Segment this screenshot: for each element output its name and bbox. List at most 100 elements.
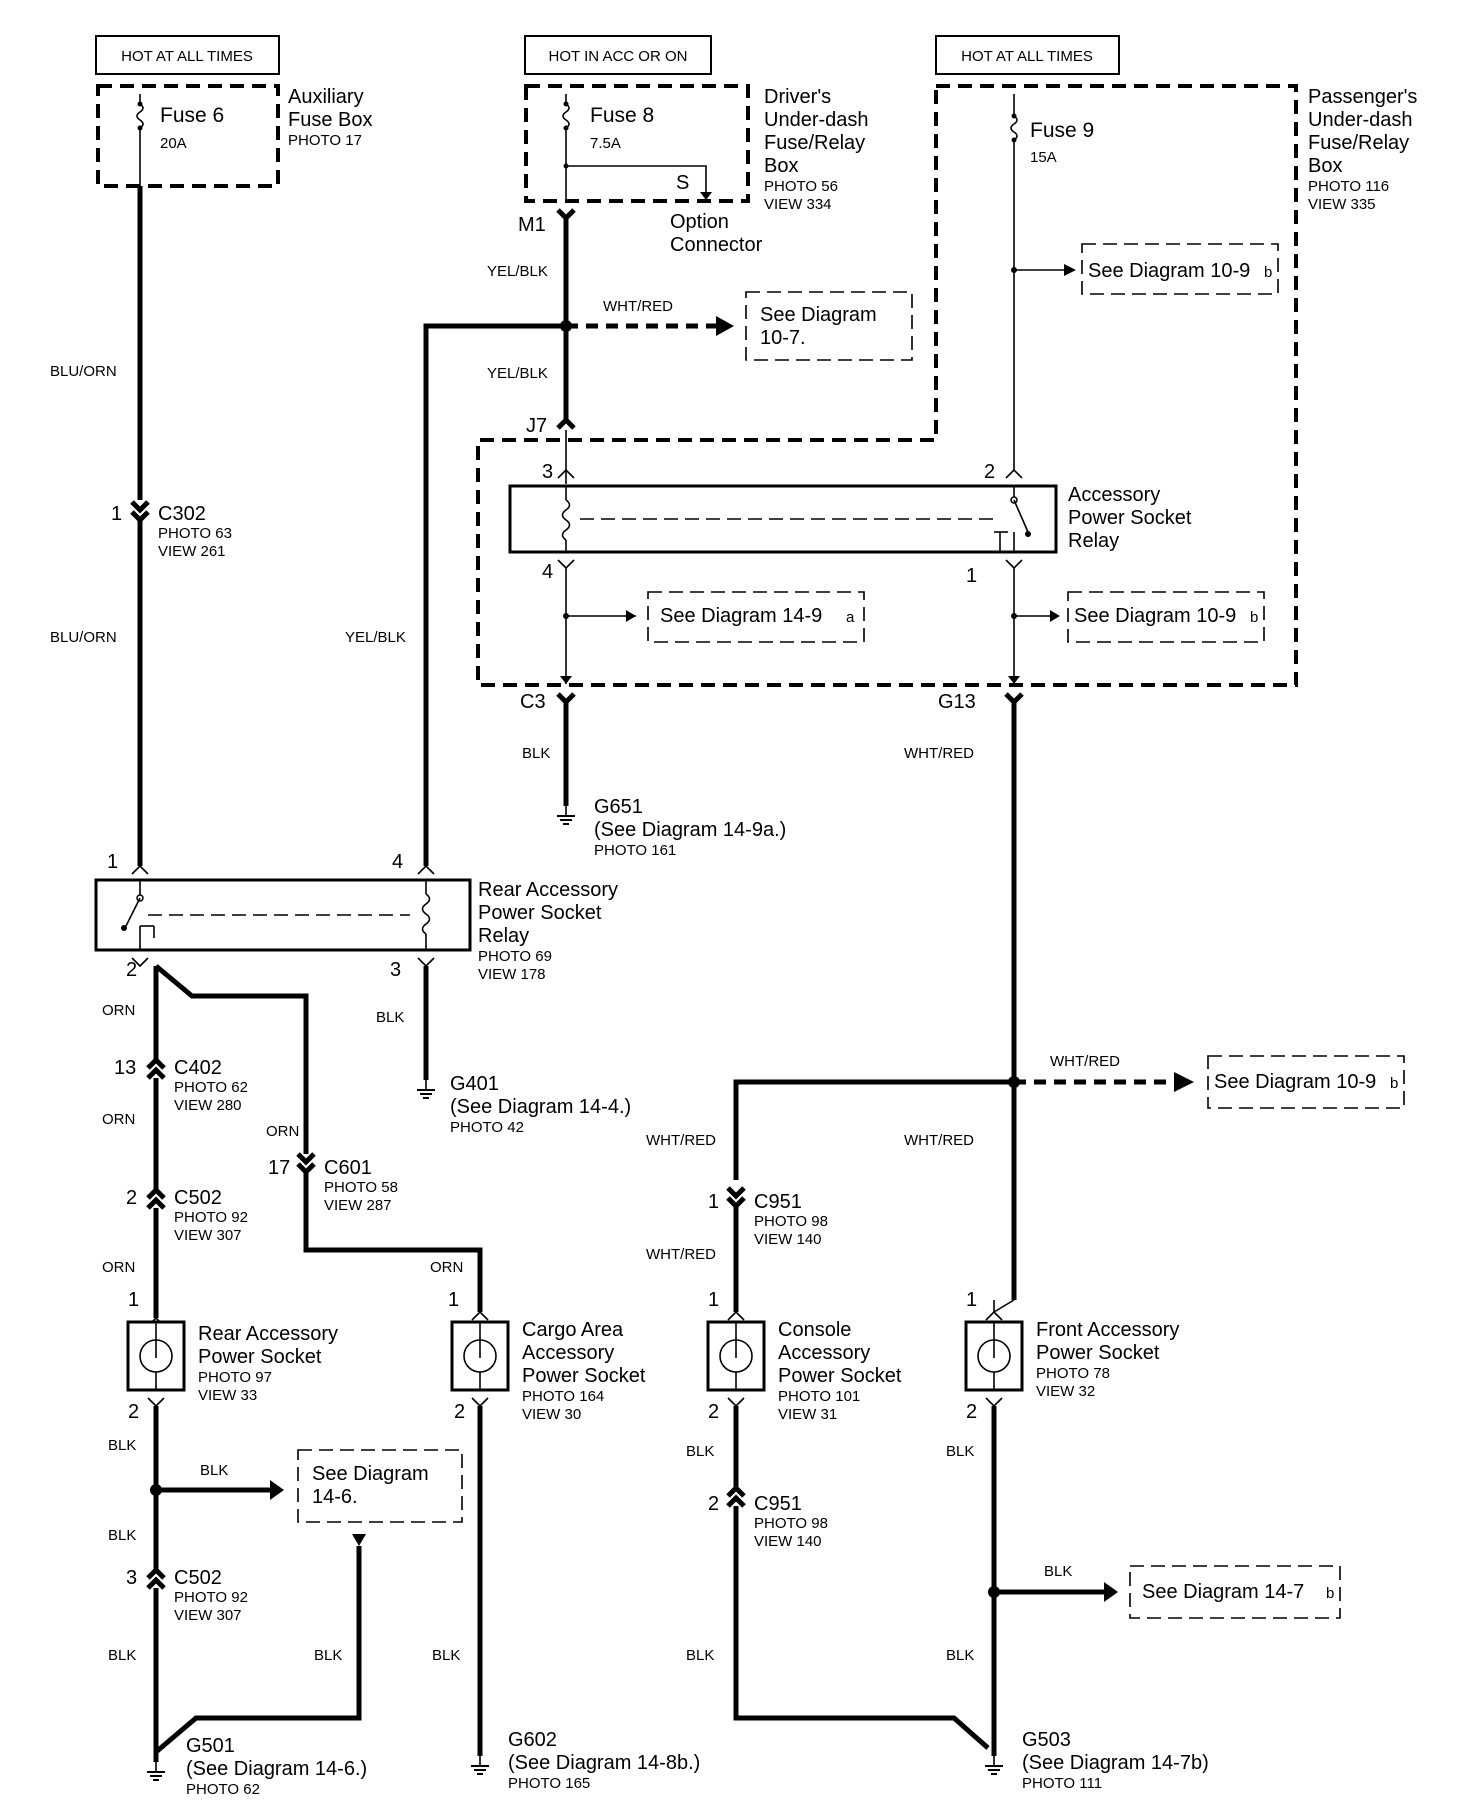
m1-label: M1 — [518, 214, 546, 236]
g503-photo: PHOTO 111 — [1022, 1775, 1102, 1792]
ref-14-6-a: See Diagram — [312, 1463, 429, 1485]
wire-blk-10: BLK — [1044, 1563, 1072, 1580]
c601-photo: PHOTO 58 — [324, 1179, 398, 1196]
c601-pin: 17 — [268, 1157, 290, 1179]
g602-ref: (See Diagram 14-8b.) — [508, 1752, 700, 1774]
wire-blk-5: BLK — [108, 1647, 136, 1664]
c502a-name: C502 — [174, 1187, 222, 1209]
driver-box-view: VIEW 334 — [764, 196, 832, 213]
g651-name: G651 — [594, 796, 643, 818]
c951a-name: C951 — [754, 1191, 802, 1213]
wire-yelblk-1: YEL/BLK — [487, 263, 548, 280]
rear-socket-l2: Power Socket — [198, 1346, 322, 1368]
c502a-view: VIEW 307 — [174, 1227, 242, 1244]
c402-view: VIEW 280 — [174, 1097, 242, 1114]
pass-box-l2: Under-dash — [1308, 109, 1413, 131]
wire-blk-11: BLK — [946, 1647, 974, 1664]
header-hot-1: HOT AT ALL TIMES — [121, 48, 253, 65]
wire-orn-2: ORN — [102, 1111, 135, 1128]
driver-box-l4: Box — [764, 155, 798, 177]
ref-14-7b-suffix: b — [1326, 1585, 1334, 1602]
g501-name: G501 — [186, 1735, 235, 1757]
console-socket-l2: Accessory — [778, 1342, 870, 1364]
cargo-socket-view: VIEW 30 — [522, 1406, 581, 1423]
cargo-socket-pin2: 2 — [454, 1401, 465, 1423]
wire-orn-3: ORN — [102, 1259, 135, 1276]
front-socket-view: VIEW 32 — [1036, 1383, 1095, 1400]
c402-pin: 13 — [114, 1057, 136, 1079]
rear-relay-pin3: 3 — [390, 959, 401, 981]
fuse9-rating: 15A — [1030, 149, 1057, 166]
fuse6-name: Fuse 6 — [160, 104, 224, 127]
ref-14-9a: See Diagram 14-9 — [660, 605, 822, 627]
acc-relay-l2: Power Socket — [1068, 507, 1192, 529]
fuse8-rating: 7.5A — [590, 135, 621, 152]
wire-bluorn-2: BLU/ORN — [50, 629, 117, 646]
acc-relay-pin3: 3 — [542, 461, 553, 483]
front-socket-l2: Power Socket — [1036, 1342, 1160, 1364]
c302-view: VIEW 261 — [158, 543, 226, 560]
front-socket-photo: PHOTO 78 — [1036, 1365, 1110, 1382]
c302-photo: PHOTO 63 — [158, 525, 232, 542]
passenger-fuse-box — [476, 84, 1298, 687]
rear-socket-view: VIEW 33 — [198, 1387, 257, 1404]
driver-box-l3: Fuse/Relay — [764, 132, 865, 154]
console-socket-pin2: 2 — [708, 1401, 719, 1423]
wire-whtred-1: WHT/RED — [603, 298, 673, 315]
c302-pin: 1 — [111, 503, 122, 525]
header-box-hot-1 — [95, 35, 280, 75]
wire-whtred-5: WHT/RED — [904, 1132, 974, 1149]
rear-relay-l2: Power Socket — [478, 902, 602, 924]
wire-orn-1: ORN — [102, 1002, 135, 1019]
wire-blk-g401: BLK — [376, 1009, 404, 1026]
ref-10-9b-top-suffix: b — [1264, 264, 1272, 281]
ref-10-9b-mid: See Diagram 10-9 — [1074, 605, 1236, 627]
acc-relay-pin4: 4 — [542, 561, 553, 583]
wire-blk-1: BLK — [108, 1437, 136, 1454]
c302-name: C302 — [158, 503, 206, 525]
c951b-name: C951 — [754, 1493, 802, 1515]
driver-box-photo: PHOTO 56 — [764, 178, 838, 195]
pass-box-l4: Box — [1308, 155, 1342, 177]
c402-photo: PHOTO 62 — [174, 1079, 248, 1096]
rear-relay-pin1: 1 — [107, 851, 118, 873]
c502b-photo: PHOTO 92 — [174, 1589, 248, 1606]
rear-socket-l1: Rear Accessory — [198, 1323, 338, 1345]
rear-relay-pin4: 4 — [392, 851, 403, 873]
header-hot-3: HOT AT ALL TIMES — [961, 48, 1093, 65]
ref-box-10-9b-right — [1207, 1055, 1405, 1109]
ref-10-9b-right-suffix: b — [1390, 1075, 1398, 1092]
front-socket-pin1: 1 — [966, 1289, 977, 1311]
pass-box-photo: PHOTO 116 — [1308, 178, 1389, 195]
wire-blk-8: BLK — [686, 1647, 714, 1664]
c951b-view: VIEW 140 — [754, 1533, 822, 1550]
ref-box-10-9b-top — [1081, 243, 1279, 295]
aux-box-l1: Auxiliary — [288, 86, 364, 108]
g401-name: G401 — [450, 1073, 499, 1095]
option-connector-l1: Option — [670, 211, 729, 233]
g401-ref: (See Diagram 14-4.) — [450, 1096, 631, 1118]
wire-whtred-3: WHT/RED — [1050, 1053, 1120, 1070]
header-box-hot-3 — [935, 35, 1120, 75]
front-socket-l1: Front Accessory — [1036, 1319, 1179, 1341]
c502a-photo: PHOTO 92 — [174, 1209, 248, 1226]
wire-blk-2: BLK — [200, 1462, 228, 1479]
wire-whtred-6: WHT/RED — [646, 1246, 716, 1263]
aux-fuse-box — [96, 84, 280, 188]
g401-photo: PHOTO 42 — [450, 1119, 524, 1136]
cargo-socket-l1: Cargo Area — [522, 1319, 624, 1341]
rear-relay-view: VIEW 178 — [478, 966, 546, 983]
console-socket-l3: Power Socket — [778, 1365, 902, 1387]
ref-14-6-b: 14-6. — [312, 1486, 358, 1508]
driver-box-l1: Driver's — [764, 86, 831, 108]
g651-photo: PHOTO 161 — [594, 842, 676, 859]
c951a-view: VIEW 140 — [754, 1231, 822, 1248]
g651-ref: (See Diagram 14-9a.) — [594, 819, 786, 841]
rear-socket-pin2: 2 — [128, 1401, 139, 1423]
console-socket-photo: PHOTO 101 — [778, 1388, 860, 1405]
wire-bluorn-1: BLU/ORN — [50, 363, 117, 380]
wire-blk-9: BLK — [946, 1443, 974, 1460]
wire-yelblk-2: YEL/BLK — [487, 365, 548, 382]
c502b-view: VIEW 307 — [174, 1607, 242, 1624]
acc-relay-l3: Relay — [1068, 530, 1119, 552]
